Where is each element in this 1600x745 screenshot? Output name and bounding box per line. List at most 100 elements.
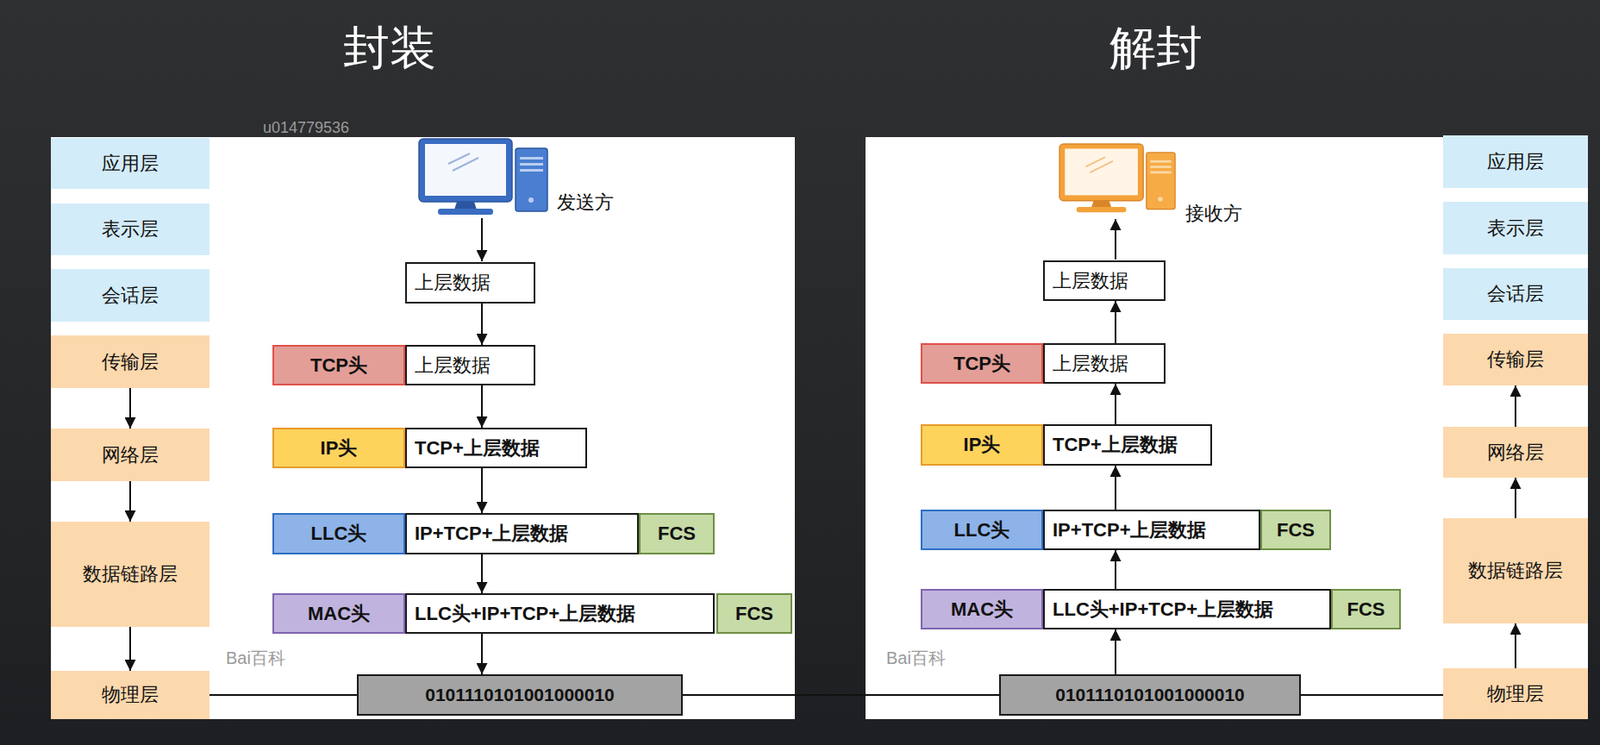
header-label: MAC头 (950, 598, 1013, 620)
layer-name: 会话层 (1487, 282, 1544, 305)
layer-name: 数据链路层 (82, 562, 178, 585)
payload-box: 上层数据 (1043, 343, 1166, 384)
payload-label: 上层数据 (1052, 352, 1129, 375)
ip-header-box: IP头 (272, 427, 406, 469)
flow-arrow (481, 468, 483, 513)
bitstream-label: 0101110101001000010 (425, 684, 615, 706)
layer-name: 网络层 (1487, 441, 1544, 463)
osi-layer-box: 数据链路层 (50, 521, 210, 627)
header-label: TCP头 (953, 352, 1011, 375)
fcs-label: FCS (1276, 518, 1315, 541)
llc-header-box: LLC头 (920, 509, 1044, 550)
flow-arrow (481, 633, 483, 675)
computer-caption: 发送方 (556, 192, 614, 213)
header-label: LLC头 (954, 518, 1011, 541)
sender-computer-icon (418, 138, 548, 215)
fcs-box: FCS (716, 593, 793, 634)
mac-header-box: MAC头 (272, 593, 406, 634)
flow-arrow (1114, 383, 1117, 425)
watermark: Bai百科 (886, 648, 946, 668)
flow-arrow (129, 626, 132, 671)
osi-layer-box: 会话层 (1443, 268, 1588, 320)
osi-layer-box: 会话层 (50, 268, 210, 322)
tcp-header-box: TCP头 (272, 344, 406, 386)
header-label: LLC头 (311, 522, 368, 544)
bitstream-box: 0101110101001000010 (999, 674, 1301, 716)
layer-name: 传输层 (1487, 348, 1544, 370)
header-label: TCP头 (310, 354, 368, 376)
payload-label: TCP+上层数据 (1052, 433, 1178, 456)
payload-label: LLC头+IP+TCP+上层数据 (414, 602, 636, 625)
header-label: MAC头 (307, 602, 370, 625)
layer-name: 网络层 (101, 443, 159, 466)
payload-label: 上层数据 (1052, 269, 1129, 292)
receiver-computer-icon (1059, 143, 1175, 213)
transmission-line (682, 693, 1000, 696)
payload-label: TCP+上层数据 (414, 437, 540, 459)
transmission-line (1300, 693, 1444, 696)
osi-layer-box: 网络层 (1443, 426, 1588, 478)
payload-box: 上层数据 (405, 344, 536, 386)
layer-name: 物理层 (1487, 682, 1544, 705)
watermark: u014779536 (262, 119, 350, 138)
payload-box: IP+TCP+上层数据 (1043, 509, 1261, 550)
osi-layer-box: 数据链路层 (1443, 518, 1588, 624)
payload-label: 上层数据 (414, 271, 491, 294)
osi-layer-box: 网络层 (50, 428, 210, 482)
layer-name: 应用层 (1487, 150, 1544, 173)
payload-box: LLC头+IP+TCP+上层数据 (405, 593, 715, 634)
osi-layer-box: 表示层 (1443, 201, 1588, 255)
flow-arrow (481, 385, 483, 428)
layer-name: 会话层 (101, 284, 159, 307)
payload-box: TCP+上层数据 (1043, 424, 1213, 466)
layer-name: 物理层 (101, 683, 159, 706)
flow-arrow (129, 387, 132, 429)
white-panel (50, 137, 795, 719)
flow-arrow (129, 481, 132, 522)
osi-layer-box: 表示层 (50, 203, 210, 256)
tcp-header-box: TCP头 (920, 343, 1044, 384)
panel-heading: 解封 (1109, 22, 1203, 74)
bitstream-box: 0101110101001000010 (356, 674, 683, 716)
transmission-line (209, 693, 357, 696)
flow-arrow (481, 554, 483, 594)
flow-arrow (1114, 300, 1117, 344)
payload-label: IP+TCP+上层数据 (1052, 518, 1207, 541)
flow-arrow (1114, 550, 1117, 589)
header-label: IP头 (320, 437, 358, 459)
layer-name: 传输层 (101, 350, 159, 373)
payload-label: LLC头+IP+TCP+上层数据 (1052, 598, 1274, 620)
payload-box: IP+TCP+上层数据 (405, 512, 639, 555)
fcs-box: FCS (1331, 588, 1401, 630)
flow-arrow (1514, 477, 1517, 519)
flow-arrow (1114, 465, 1117, 510)
layer-name: 应用层 (101, 152, 159, 175)
fcs-box: FCS (638, 512, 715, 555)
payload-label: IP+TCP+上层数据 (414, 522, 569, 544)
payload-box: TCP+上层数据 (405, 427, 588, 469)
flow-arrow (1514, 385, 1517, 427)
osi-layer-box: 应用层 (1443, 135, 1588, 188)
payload-box: 上层数据 (1043, 260, 1166, 301)
panel-heading: 封装 (343, 22, 437, 74)
icon-arrow (1114, 218, 1117, 260)
fcs-label: FCS (657, 522, 696, 544)
mac-header-box: MAC头 (920, 588, 1044, 630)
flow-arrow (1114, 629, 1117, 675)
ip-header-box: IP头 (920, 424, 1044, 466)
payload-box: 上层数据 (405, 262, 536, 304)
computer-caption: 接收方 (1185, 203, 1243, 225)
osi-layer-box: 应用层 (50, 137, 210, 189)
icon-arrow (481, 218, 483, 262)
layer-name: 数据链路层 (1468, 559, 1563, 582)
osi-layer-box: 物理层 (50, 670, 210, 719)
watermark: Bai百科 (225, 648, 286, 668)
header-label: IP头 (963, 433, 1001, 456)
layer-name: 表示层 (1487, 217, 1544, 239)
payload-box: LLC头+IP+TCP+上层数据 (1043, 588, 1332, 630)
osi-layer-box: 传输层 (50, 335, 210, 388)
flow-arrow (481, 303, 483, 345)
llc-header-box: LLC头 (272, 512, 406, 555)
